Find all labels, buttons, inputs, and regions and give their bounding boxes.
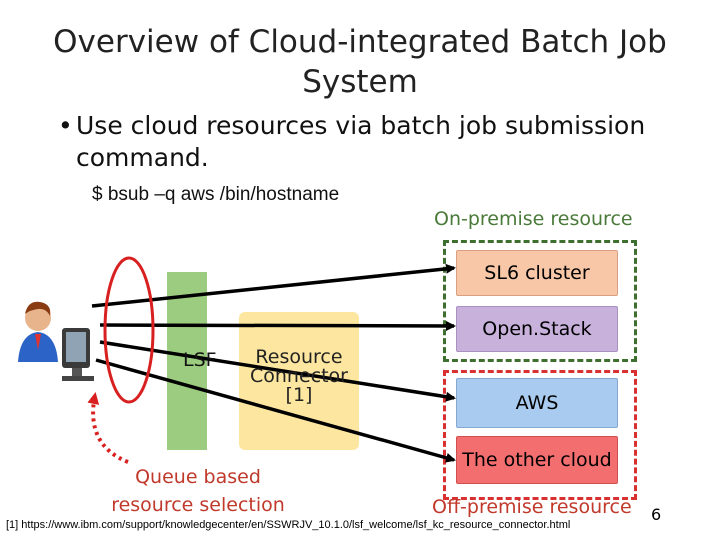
on-premise-group [443,240,637,362]
resource-connector-label: Resource Connector [1] [250,346,348,406]
lsf-bar [167,272,207,450]
footnote-reference: [1] https://www.ibm.com/support/knowledg… [6,519,571,531]
arrow-to-openstack [99,320,456,331]
openstack-node: Open.Stack [456,306,618,352]
bullet-text: Use cloud resources via batch job submis… [76,111,646,172]
off-premise-group [443,370,637,500]
queue-pointer-arrow [87,392,129,464]
arrow-to-other-cloud [95,358,456,463]
page-number: 6 [651,505,662,524]
slide-title: Overview of Cloud-integrated Batch Job S… [53,24,667,100]
arrow-to-sl6 [91,263,456,308]
on-premise-label: On-premise resource [434,208,633,230]
arrow-to-aws [99,340,456,402]
sl6-cluster-node: SL6 cluster [456,250,618,296]
command-line: $ bsub –q aws /bin/hostname [92,184,340,205]
queue-selection-label: Queue based resource selection [111,466,285,516]
user-at-computer-icon [18,301,94,381]
aws-node: AWS [456,378,618,428]
queue-highlight-ellipse [103,256,155,404]
off-premise-label: Off-premise resource [432,496,632,518]
bullet-marker: • [58,111,73,140]
other-cloud-node: The other cloud [456,436,618,484]
lsf-label: LSF [183,349,217,371]
bullet-item: • Use cloud resources via batch job subm… [58,110,698,174]
